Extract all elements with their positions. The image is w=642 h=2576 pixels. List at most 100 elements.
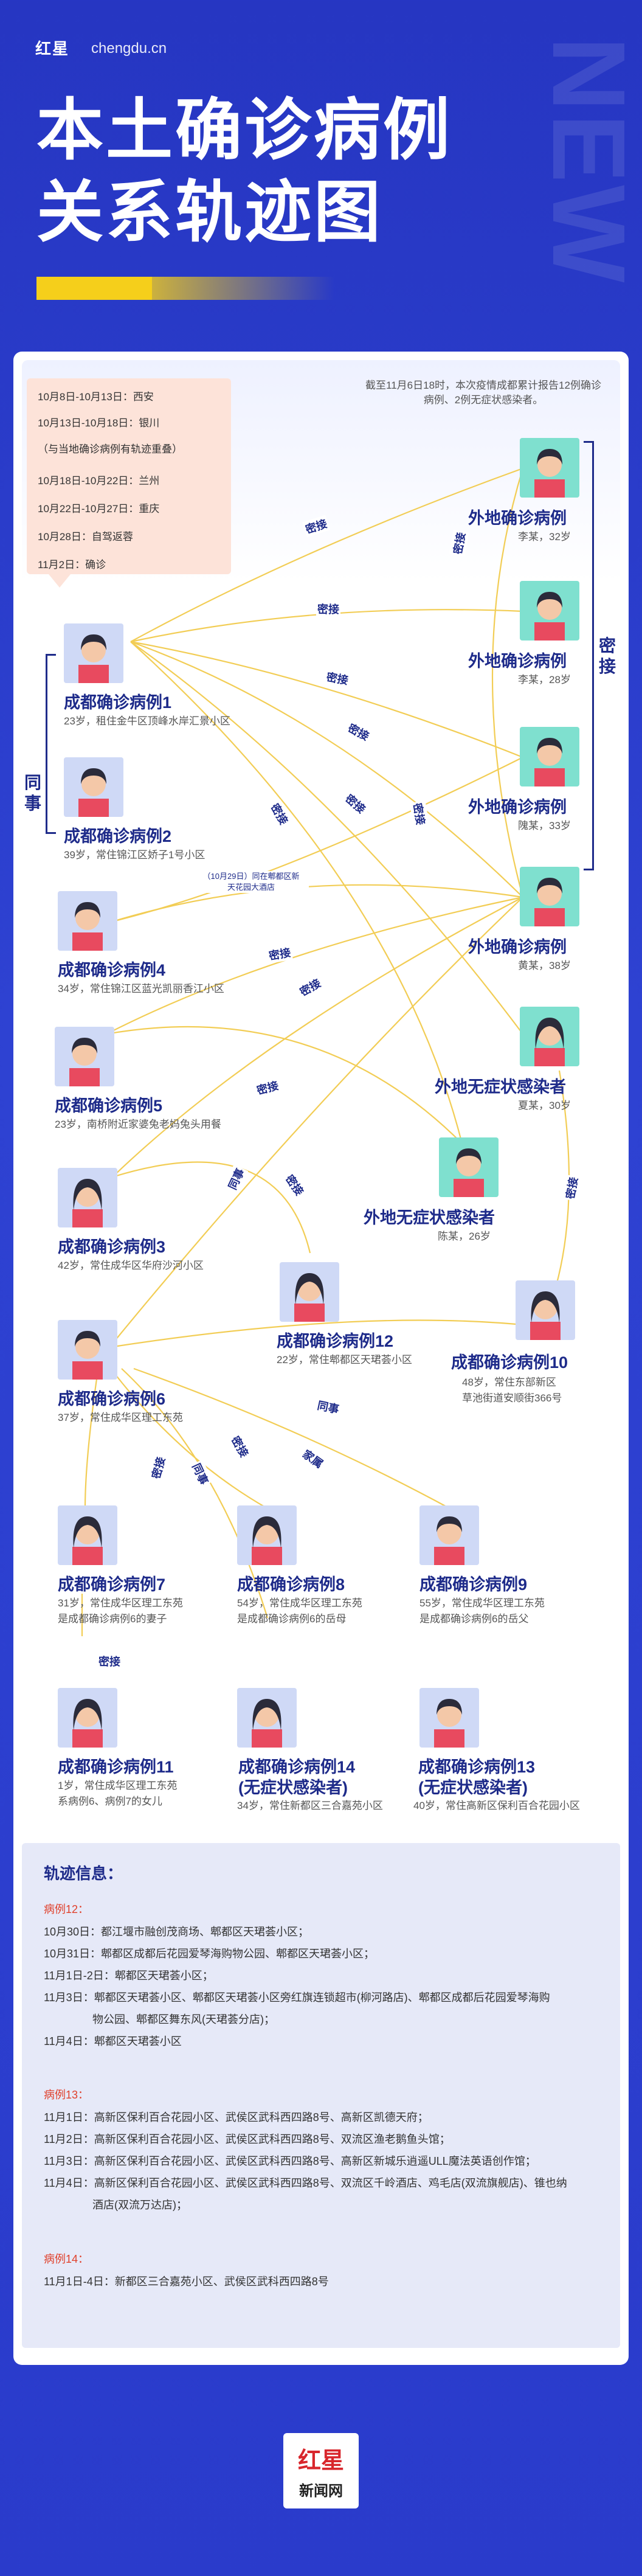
node-name-cd5: 成都确诊病例5	[55, 1097, 163, 1115]
node-desc-cd14: 34岁，常住新都区三合嘉苑小区	[237, 1800, 383, 1811]
avatar-cd8	[237, 1505, 297, 1565]
footer-logo-main: 红星	[297, 2448, 344, 2474]
line-cd6-cd10	[109, 1319, 536, 1349]
watermark-text: NEW	[531, 36, 642, 285]
node-name-cd14: 成都确诊病例14	[238, 1758, 356, 1776]
node-name-cd11: 成都确诊病例11	[58, 1758, 174, 1776]
line-cd1-w5	[130, 641, 523, 1035]
case13-line: 11月2日：高新区保利百合花园小区、武侯区武科西四路8号、双流区渔老鹅鱼头馆；	[44, 2133, 450, 2145]
node-desc-cd11-2: 系病例6、病例7的女儿	[58, 1796, 162, 1807]
case12-line: 11月1日-2日：郫都区天珺荟小区；	[44, 1970, 213, 1982]
node-name-cd2: 成都确诊病例2	[64, 827, 172, 845]
timeline-item: （与当地确诊病例有轨迹重叠）	[38, 443, 182, 455]
timeline-item: 10月18日-10月22日：兰州	[38, 475, 160, 487]
line-cd1-w3	[130, 641, 523, 759]
case13-heading: 病例13：	[44, 2089, 89, 2101]
case13-line: 11月4日：高新区保利百合花园小区、武侯区武科西四路8号、双流区千岭酒店、鸡毛店…	[44, 2177, 567, 2189]
line-cd5-w6	[106, 1026, 463, 1144]
title-underline	[36, 277, 152, 300]
side-label-close-contact: 密接	[599, 636, 616, 676]
timeline-box-pointer	[49, 574, 71, 588]
case13-line: 11月1日：高新区保利百合花园小区、武侯区武科西四路8号、高新区凯德天府；	[44, 2111, 429, 2123]
node-name2-cd14: (无症状感染者)	[238, 1779, 348, 1797]
node-desc-cd2: 39岁，常住锦江区娇子1号小区	[64, 849, 205, 861]
node-name-w6: 外地无症状感染者	[364, 1209, 495, 1227]
avatar-w5	[520, 1007, 579, 1066]
node-desc-w3: 隗某，33岁	[518, 820, 571, 831]
node-desc-cd7-2: 是成都确诊病例6的妻子	[58, 1613, 167, 1625]
node-name-w4: 外地确诊病例	[468, 938, 567, 956]
title-underline-fade	[152, 277, 334, 300]
node-name-cd1: 成都确诊病例1	[64, 693, 172, 712]
case12-line: 10月31日：郫都区成都后花园爱琴海购物公园、郫都区天珺荟小区；	[44, 1948, 375, 1960]
line-cd6-cd9	[133, 1367, 450, 1509]
avatar-w3	[520, 727, 579, 786]
page-title-line2: 关系轨迹图	[36, 175, 383, 250]
close-contact-bracket	[584, 441, 594, 870]
node-desc-cd8-2: 是成都确诊病例6的岳母	[237, 1613, 347, 1625]
relation-note: （10月29日）同在郫都区新 天花园大酒店	[193, 871, 309, 893]
avatar-cd2	[64, 757, 123, 817]
line-cd3-w4	[112, 897, 523, 1178]
node-name-w2: 外地确诊病例	[468, 652, 567, 670]
timeline-box	[27, 378, 231, 574]
footer-logo: 红星 新闻网	[283, 2433, 359, 2508]
line-cd6-cd8	[115, 1374, 268, 1509]
node-desc-cd10-1: 48岁，常住东部新区	[462, 1377, 556, 1388]
node-desc-cd5: 23岁，南桥附近家婆兔老妈兔头用餐	[55, 1119, 221, 1130]
node-desc-w1: 李某，32岁	[518, 531, 571, 543]
line-cd4-w3	[112, 757, 523, 923]
line-cd1-w1	[130, 467, 523, 642]
node-desc-cd9-1: 55岁，常住成华区理工东苑	[419, 1597, 545, 1609]
avatar-cd7	[58, 1505, 117, 1565]
node-name-w1: 外地确诊病例	[468, 509, 567, 527]
avatar-cd14	[237, 1688, 297, 1748]
avatar-cd3	[58, 1168, 117, 1227]
node-name-cd12: 成都确诊病例12	[277, 1332, 394, 1350]
line-cd6-w4	[109, 897, 523, 1348]
footer-logo-sub: 新闻网	[299, 2483, 343, 2499]
case12-line: 11月3日：郫都区天珺荟小区、郫都区天珺荟小区旁红旗连锁超市(柳河路店)、郫都区…	[44, 1991, 550, 2004]
node-name-w3: 外地确诊病例	[468, 798, 567, 816]
node-desc-cd9-2: 是成都确诊病例6的岳父	[419, 1613, 529, 1625]
relation-lines	[81, 467, 570, 1636]
side-label-colleague: 同事	[24, 773, 42, 813]
report-summary: 截至11月6日18时，本次疫情成都累计报告12例确诊病例、2例无症状感染者。	[365, 380, 601, 406]
node-desc-cd4: 34岁，常住锦江区蓝光凯丽香江小区	[58, 983, 224, 995]
timeline-item: 10月8日-10月13日：西安	[38, 391, 154, 403]
avatar-cd9	[419, 1505, 479, 1565]
node-name-cd4: 成都确诊病例4	[58, 961, 166, 979]
node-name-cd9: 成都确诊病例9	[419, 1575, 528, 1594]
timeline-item: 10月22日-10月27日：重庆	[38, 503, 160, 515]
avatar-cd13	[419, 1688, 479, 1748]
node-desc-cd6: 37岁，常住成华区理工东苑	[58, 1412, 183, 1423]
track-info-panel	[22, 1843, 620, 2348]
avatar-w1	[520, 438, 579, 498]
relation-note-line1: （10月29日）同在郫都区新	[202, 872, 300, 881]
node-desc-cd7-1: 31岁，常住成华区理工东苑	[58, 1597, 183, 1609]
node-desc-cd11-1: 1岁，常住成华区理工东苑	[58, 1780, 178, 1791]
case13-line: 酒店(双流万达店)；	[92, 2199, 187, 2211]
node-name-cd8: 成都确诊病例8	[237, 1575, 345, 1594]
brand-domain: chengdu.cn	[91, 40, 167, 57]
case14-line: 11月1日-4日：新都区三合嘉苑小区、武侯区武科西四路8号	[44, 2276, 329, 2288]
node-desc-w6: 陈某，26岁	[438, 1231, 491, 1242]
colleague-bracket	[46, 654, 56, 834]
node-name-cd3: 成都确诊病例3	[58, 1238, 166, 1256]
node-desc-cd3: 42岁，常住成华区华府沙河小区	[58, 1260, 204, 1271]
avatar-w2	[520, 581, 579, 641]
line-w1-w4	[491, 468, 524, 898]
timeline-item: 11月2日：确诊	[38, 559, 106, 571]
node-name-cd10: 成都确诊病例10	[451, 1353, 568, 1372]
case12-line: 物公园、郫都区舞东风(天珺荟分店)；	[92, 2013, 275, 2026]
avatar-cd4	[58, 891, 117, 951]
avatar-w6	[439, 1137, 499, 1197]
avatar-cd10	[516, 1280, 575, 1340]
case14-heading: 病例14：	[44, 2253, 89, 2265]
case12-heading: 病例12：	[44, 1903, 89, 1915]
node-name2-cd13: (无症状感染者)	[418, 1779, 528, 1797]
node-name-cd13: 成都确诊病例13	[418, 1758, 536, 1776]
node-desc-cd10-2: 草池街道安顺街366号	[462, 1392, 562, 1404]
case13-line: 11月3日：高新区保利百合花园小区、武侯区武科西四路8号、高新区新城乐逍遥ULL…	[44, 2155, 536, 2167]
avatar-w4	[520, 867, 579, 926]
